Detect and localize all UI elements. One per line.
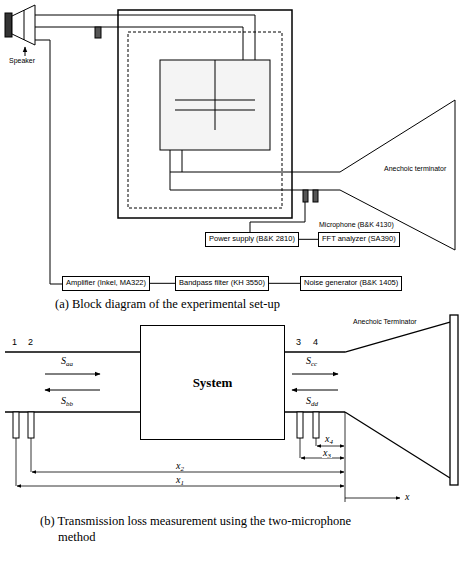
instrument-box: Noise generator (B&K 1405) — [300, 276, 402, 291]
instrument-box: Amplifier (Inkel, MA322) — [62, 276, 150, 291]
instrument-box: Power supply (B&K 2810) — [205, 232, 299, 247]
part-label: Anechoic Terminator — [352, 318, 418, 325]
outlet-pipe — [170, 172, 340, 190]
wave-symbol: Sbb — [60, 395, 74, 406]
node-text: Amplifier (Inkel, MA322) — [66, 279, 146, 288]
reference-microphone — [95, 27, 101, 38]
node-text: System — [193, 375, 233, 391]
inlet-pipe — [35, 15, 255, 60]
system-box: System — [140, 325, 285, 440]
leader-line — [25, 47, 26, 56]
wave-symbol: Scc — [305, 355, 318, 366]
node-text: FFT analyzer (SA390) — [322, 235, 396, 244]
node-text: Bandpass filter (KH 3550) — [179, 279, 265, 288]
part-label: Speaker — [8, 57, 36, 64]
chamber-lining — [128, 32, 282, 208]
signal-wire — [150, 283, 175, 284]
node-text: Noise generator (B&K 1405) — [304, 279, 398, 288]
part-label: Anechoic terminator — [383, 165, 447, 172]
dimension-label: x1 — [175, 474, 185, 485]
dimension-label: x3 — [322, 447, 332, 458]
node-text: Power supply (B&K 2810) — [209, 235, 295, 244]
signal-wire — [250, 202, 305, 232]
signal-wire — [299, 239, 318, 240]
dimension-label: x2 — [175, 460, 185, 471]
speaker-symbol — [5, 5, 35, 45]
figure-caption: (a) Block diagram of the experimental se… — [55, 297, 435, 313]
microphone-number: 4 — [313, 337, 318, 347]
signal-wire — [35, 40, 62, 284]
instrument-box: Bandpass filter (KH 3550) — [175, 276, 269, 291]
microphone-number: 3 — [296, 337, 301, 347]
part-label: Microphone (B&K 4130) — [318, 221, 395, 228]
microphone-symbol — [313, 190, 318, 202]
microphone-number: 1 — [12, 337, 17, 347]
duct — [5, 315, 458, 485]
instrument-box: FFT analyzer (SA390) — [318, 232, 400, 247]
figure-caption: (b) Transmission loss measurement using … — [40, 514, 368, 545]
wave-symbol: Saa — [60, 355, 74, 366]
microphone-symbol — [303, 190, 308, 202]
signal-wire — [269, 283, 300, 284]
wave-symbol: Sdd — [305, 395, 319, 406]
axis-label: x — [404, 491, 410, 502]
dimension-label: x4 — [324, 433, 334, 444]
microphone-number: 2 — [28, 337, 33, 347]
test-muffler — [160, 60, 270, 172]
chamber-outline — [118, 10, 292, 218]
